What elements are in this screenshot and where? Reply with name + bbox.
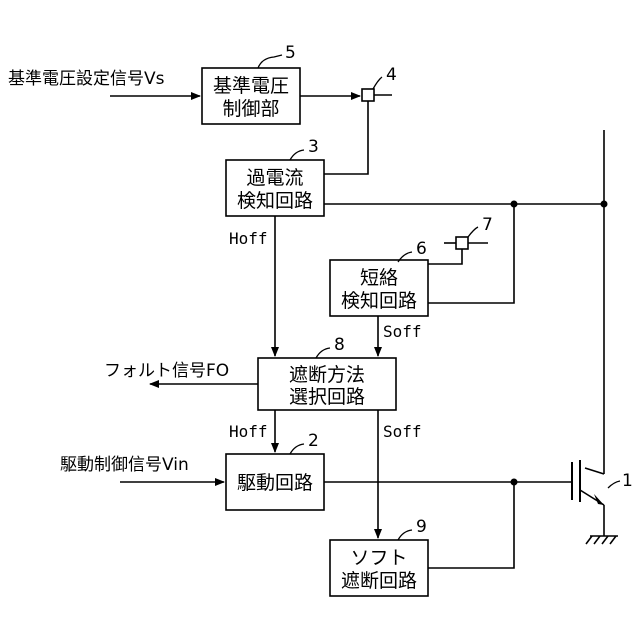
ref-number-6: 6: [416, 239, 427, 259]
block-6-line1: 短絡: [360, 267, 398, 289]
block-9-line2: 遮断回路: [341, 570, 417, 592]
hoff-top-label: Hoff: [229, 229, 268, 248]
wires: [110, 95, 604, 568]
ref-number-9: 9: [416, 517, 427, 537]
ref-number-7: 7: [482, 215, 493, 235]
fault-output-label: フォルト信号FO: [104, 361, 229, 381]
ref-number-3: 3: [308, 137, 319, 157]
ref-number-1: 1: [622, 471, 633, 491]
block-9-line1: ソフト: [350, 547, 407, 569]
block-5-line1: 基準電圧: [213, 75, 289, 97]
block-2-line1: 駆動回路: [237, 472, 313, 494]
soff-bottom-label: Soff: [383, 422, 422, 441]
block-6-line2: 検知回路: [341, 290, 417, 312]
soff-top-label: Soff: [383, 322, 422, 341]
block-8-line1: 遮断方法: [289, 364, 365, 386]
vin-input-label: 駆動制御信号Vin: [60, 455, 189, 475]
block-5-line2: 制御部: [222, 98, 279, 120]
vs-input-label: 基準電圧設定信号Vs: [8, 69, 165, 89]
ref-number-4: 4: [386, 65, 397, 85]
comparator-7-symbol: [456, 237, 468, 249]
comparator-4-symbol: [362, 89, 374, 101]
leader-lines: [258, 55, 620, 540]
hoff-bottom-label: Hoff: [229, 422, 268, 441]
block-3-line1: 過電流: [246, 167, 303, 189]
ref-number-8: 8: [334, 335, 345, 355]
block-8-line2: 選択回路: [289, 386, 365, 408]
junction-dots: [511, 201, 608, 486]
ref-number-2: 2: [308, 431, 319, 451]
igbt-transistor: [572, 460, 618, 544]
block-3-line2: 検知回路: [237, 190, 313, 212]
ref-number-5: 5: [285, 43, 296, 63]
